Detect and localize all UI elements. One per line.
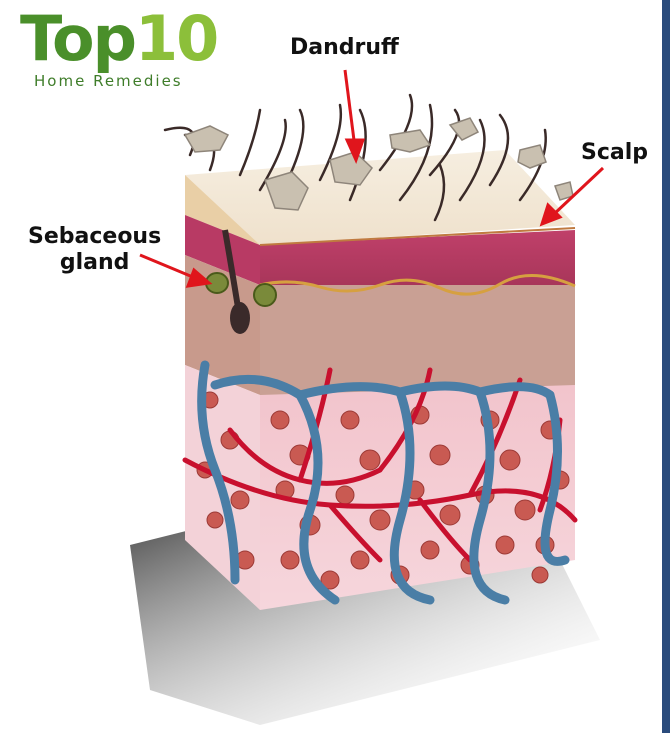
sebaceous-label-line2: gland	[28, 250, 161, 276]
sebaceous-gland-label: Sebaceous gland	[28, 224, 161, 276]
scalp-label: Scalp	[581, 140, 648, 166]
sebaceous-label-line1: Sebaceous	[28, 224, 161, 250]
reticular-layer	[260, 285, 575, 395]
dandruff-label: Dandruff	[290, 35, 399, 61]
